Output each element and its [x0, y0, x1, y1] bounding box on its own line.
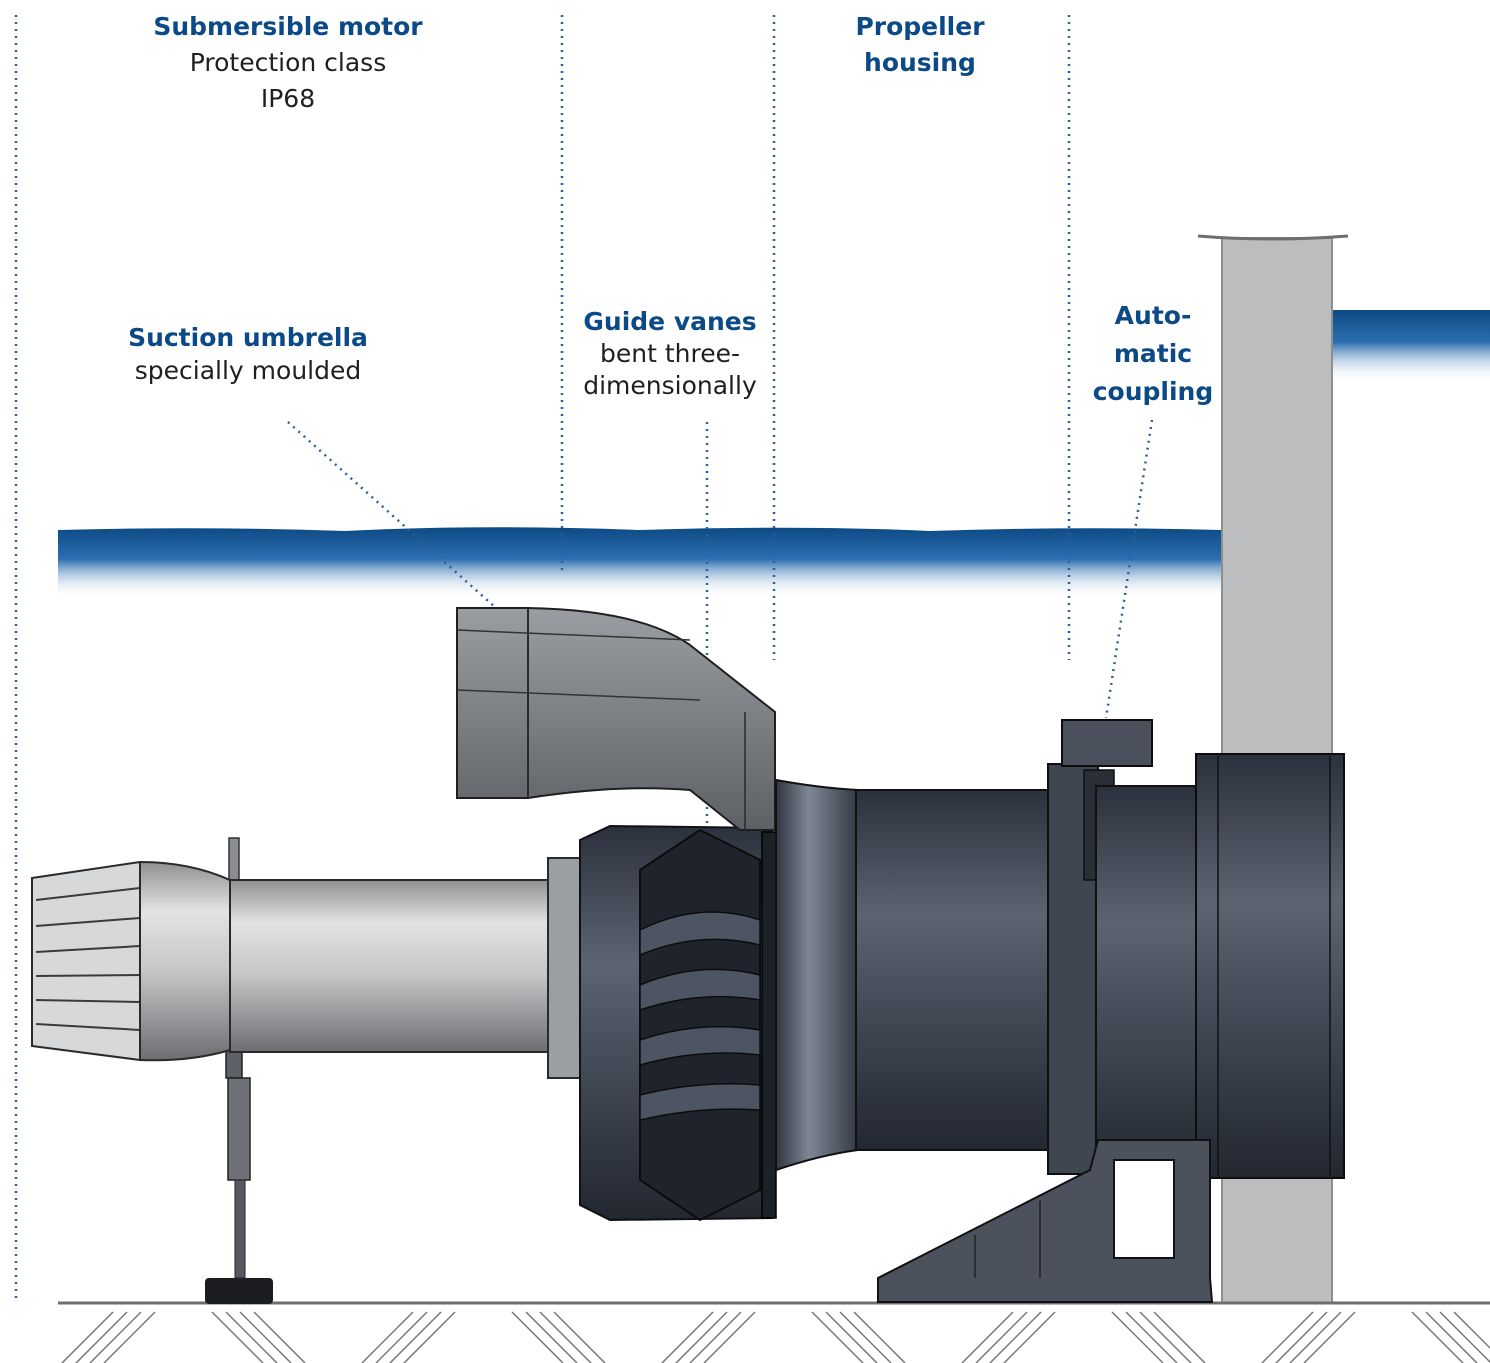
- label-suction-umbrella-title: Suction umbrella: [128, 323, 368, 352]
- label-guide-vanes-line2: dimensionally: [583, 371, 757, 400]
- suction-umbrella-duct: [456, 607, 776, 831]
- propeller-housing: [775, 719, 1197, 1179]
- label-suction-umbrella-desc: specially moulded: [134, 356, 362, 385]
- base-frame: [877, 1139, 1214, 1303]
- label-propeller-housing-line1: Propeller: [855, 12, 985, 41]
- label-propeller-housing-line2: housing: [864, 48, 976, 77]
- water-surface-right: [1332, 310, 1490, 382]
- label-guide-vanes: Guide vanes bent three- dimensionally: [560, 306, 780, 402]
- wall-flange: [1195, 753, 1345, 1179]
- water-surface-left: [58, 527, 1222, 598]
- label-automatic-coupling: Auto- matic coupling: [1083, 297, 1223, 411]
- label-automatic-coupling-line1: Auto-: [1114, 301, 1192, 330]
- label-submersible-motor-title: Submersible motor: [153, 12, 423, 41]
- label-automatic-coupling-line3: coupling: [1092, 377, 1214, 406]
- label-suction-umbrella: Suction umbrella specially moulded: [108, 321, 388, 387]
- suction-cone: [31, 860, 231, 1062]
- label-automatic-coupling-line2: matic: [1113, 339, 1193, 368]
- label-guide-vanes-line1: bent three-: [599, 339, 740, 368]
- label-submersible-motor-line1: Protection class: [189, 48, 387, 77]
- guide-vane-housing: [579, 824, 777, 1222]
- label-submersible-motor: Submersible motor Protection class IP68: [118, 9, 458, 117]
- ground: [58, 1301, 1490, 1363]
- label-guide-vanes-title: Guide vanes: [583, 307, 757, 336]
- label-propeller-housing: Propeller housing: [820, 9, 1020, 81]
- label-submersible-motor-line2: IP68: [260, 84, 316, 113]
- motor-body: [229, 857, 581, 1079]
